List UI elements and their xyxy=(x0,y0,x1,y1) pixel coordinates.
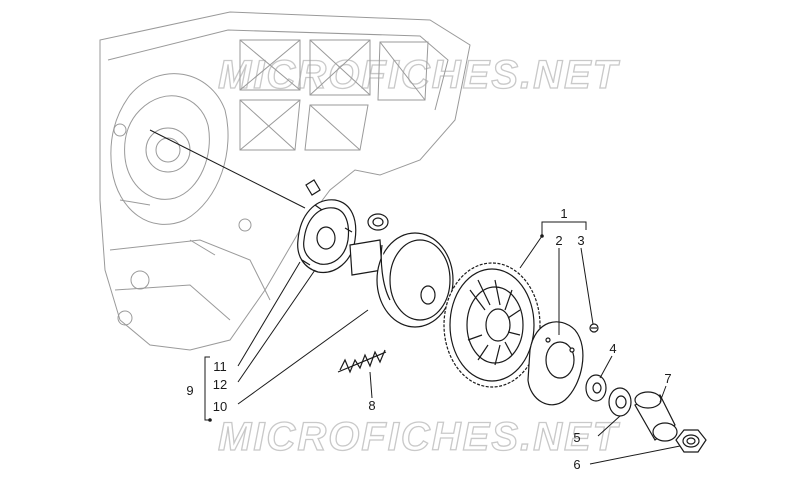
callout-5: 5 xyxy=(573,430,580,445)
engine-crankcase-outline xyxy=(99,11,471,351)
cooling-fan-pulley xyxy=(443,262,541,388)
bracket-dot-9 xyxy=(208,418,212,422)
thin-washer xyxy=(608,387,632,417)
leader-line xyxy=(149,129,306,209)
callout-6: 6 xyxy=(573,457,580,472)
screw xyxy=(589,323,599,333)
callout-9: 9 xyxy=(186,383,193,398)
bush-sleeve xyxy=(634,391,678,442)
watermark-bottom: MICROFICHES.NET xyxy=(218,415,621,459)
variator-ramp-plate xyxy=(297,179,357,273)
bushing xyxy=(367,213,389,231)
callout-11: 11 xyxy=(213,359,227,374)
callout-10: 10 xyxy=(213,399,227,414)
washer-plate xyxy=(527,321,584,406)
callout-4: 4 xyxy=(609,341,616,356)
nut xyxy=(675,429,707,453)
spacer-washer xyxy=(585,374,607,402)
bracket-dot-1 xyxy=(540,234,544,238)
callout-12: 12 xyxy=(213,377,227,392)
callout-3: 3 xyxy=(577,233,584,248)
spring xyxy=(337,349,387,374)
callout-1: 1 xyxy=(560,206,567,221)
callout-8: 8 xyxy=(368,398,375,413)
callout-7: 7 xyxy=(664,371,671,386)
callout-2: 2 xyxy=(555,233,562,248)
callout-leaders xyxy=(204,221,681,465)
driven-pulley-half xyxy=(349,232,454,328)
